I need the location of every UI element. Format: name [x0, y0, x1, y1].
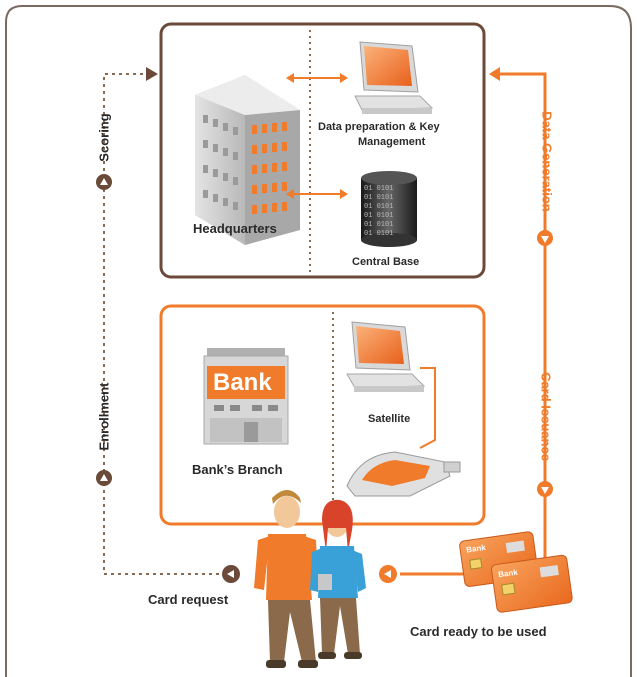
customer-woman-figure: [310, 499, 366, 659]
card-reader-icon: [346, 451, 461, 497]
customer-man-figure: [254, 490, 318, 668]
data-generation-label: Data Generation: [539, 111, 555, 212]
card-request-label: Card request: [148, 592, 229, 607]
central-base-label: Central Base: [352, 256, 420, 268]
bank-card-front-icon: Bank: [491, 554, 573, 613]
svg-text:01 0101: 01 0101: [364, 203, 393, 211]
satellite-label: Satellite: [368, 413, 411, 425]
enrollment-label: Enrollment: [96, 382, 112, 451]
satellite-computer-icon: [346, 321, 426, 392]
svg-text:01 0101: 01 0101: [364, 221, 393, 229]
satellite-cable: [419, 367, 436, 449]
bank-sign-text: Bank: [213, 369, 272, 396]
enrollment-up-icon: [96, 470, 112, 486]
svg-text:01 0101: 01 0101: [364, 185, 393, 193]
hq-to-centralbase-arrow: [286, 189, 348, 199]
card-ready-left-icon: [379, 565, 397, 583]
key-management-computer-icon: [354, 41, 434, 114]
svg-text:01 0101: 01 0101: [364, 194, 393, 202]
svg-text:Bank: Bank: [498, 568, 519, 580]
hq-to-keymgmt-arrow: [286, 73, 348, 83]
headquarters-building-icon: [195, 75, 300, 245]
svg-text:01 0101: 01 0101: [364, 230, 393, 238]
headquarters-label: Headquarters: [193, 221, 277, 236]
data-prep-label-line1: Data preparation & Key: [318, 121, 440, 133]
left-flow-dotted-line: [103, 73, 222, 575]
bank-branch-building-icon: [203, 348, 289, 445]
scoring-up-icon: [96, 174, 112, 190]
data-generation-down-icon: [537, 230, 553, 246]
central-base-database-icon: 01 0101 01 0101 01 0101 01 0101 01 0101 …: [361, 171, 417, 247]
svg-text:01 0101: 01 0101: [364, 212, 393, 220]
scoring-arrowhead-icon: [146, 67, 158, 81]
svg-text:Bank: Bank: [466, 543, 487, 555]
data-prep-label-line2: Management: [358, 136, 426, 148]
card-issuance-label: Card Issuance: [538, 372, 554, 461]
bank-branch-label: Bank’s Branch: [192, 462, 283, 477]
card-request-left-icon: [222, 565, 240, 583]
outer-frame: [5, 5, 632, 677]
card-issuance-down-icon: [537, 481, 553, 497]
scoring-label: Scoring: [96, 113, 112, 162]
card-ready-label: Card ready to be used: [410, 624, 547, 639]
data-generation-arrowhead-icon: [489, 67, 500, 81]
